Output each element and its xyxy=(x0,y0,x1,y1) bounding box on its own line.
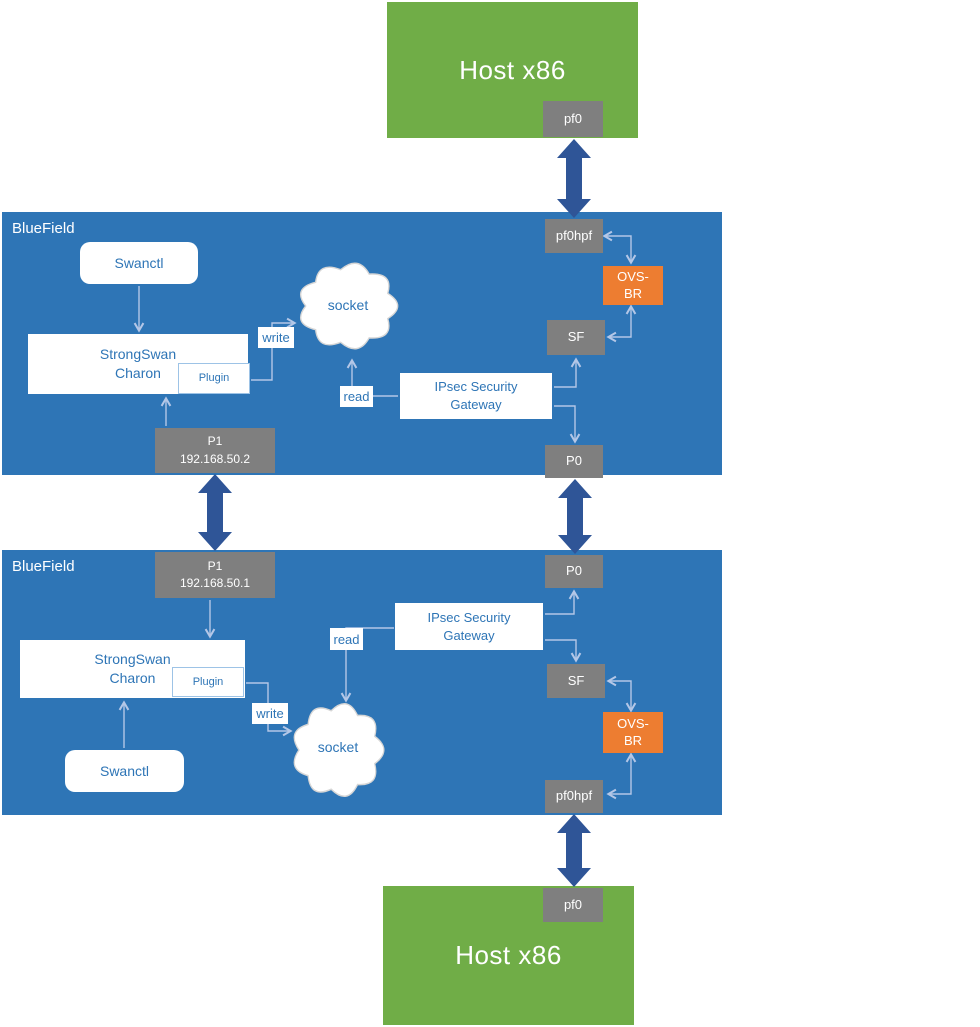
sf-node-top: SF xyxy=(547,320,605,355)
bluefield-label-bottom: BlueField xyxy=(12,558,75,575)
pf0hpf-port-bottom: pf0hpf xyxy=(545,780,603,813)
socket-label-bottom: socket xyxy=(317,739,359,755)
plugin-node-bottom: Plugin xyxy=(172,667,244,697)
sf-node-bottom: SF xyxy=(547,664,605,698)
swanctl-node-top: Swanctl xyxy=(80,242,198,284)
plugin-node-top: Plugin xyxy=(178,363,250,394)
host-x86-top: Host x86 xyxy=(387,2,638,138)
socket-label-top: socket xyxy=(327,297,369,313)
host-title-bottom: Host x86 xyxy=(455,940,562,970)
bluefield-to-host-arrow-bottom xyxy=(557,814,591,887)
host-title-top: Host x86 xyxy=(459,54,566,85)
p1-port-top: P1 192.168.50.2 xyxy=(155,428,275,473)
read-label-top: read xyxy=(340,386,373,407)
p0-port-bottom: P0 xyxy=(545,555,603,588)
p1-to-p1-arrow xyxy=(198,474,232,551)
ovs-br-node-bottom: OVS- BR xyxy=(603,712,663,753)
pf0-port-top: pf0 xyxy=(543,101,603,137)
pf0-port-bottom: pf0 xyxy=(543,888,603,922)
p1-port-bottom: P1 192.168.50.1 xyxy=(155,552,275,598)
swanctl-node-bottom: Swanctl xyxy=(65,750,184,792)
bluefield-label-top: BlueField xyxy=(12,220,75,237)
host-to-bluefield-arrow-top xyxy=(557,139,591,218)
p0-to-p0-arrow xyxy=(558,479,592,554)
write-label-bottom: write xyxy=(252,703,288,724)
write-label-top: write xyxy=(258,327,294,348)
ovs-br-node-top: OVS- BR xyxy=(603,266,663,305)
ipsec-gateway-node-bottom: IPsec Security Gateway xyxy=(395,603,543,650)
p0-port-top: P0 xyxy=(545,445,603,478)
ipsec-gateway-node-top: IPsec Security Gateway xyxy=(400,373,552,419)
read-label-bottom: read xyxy=(330,628,363,650)
pf0hpf-port-top: pf0hpf xyxy=(545,219,603,253)
